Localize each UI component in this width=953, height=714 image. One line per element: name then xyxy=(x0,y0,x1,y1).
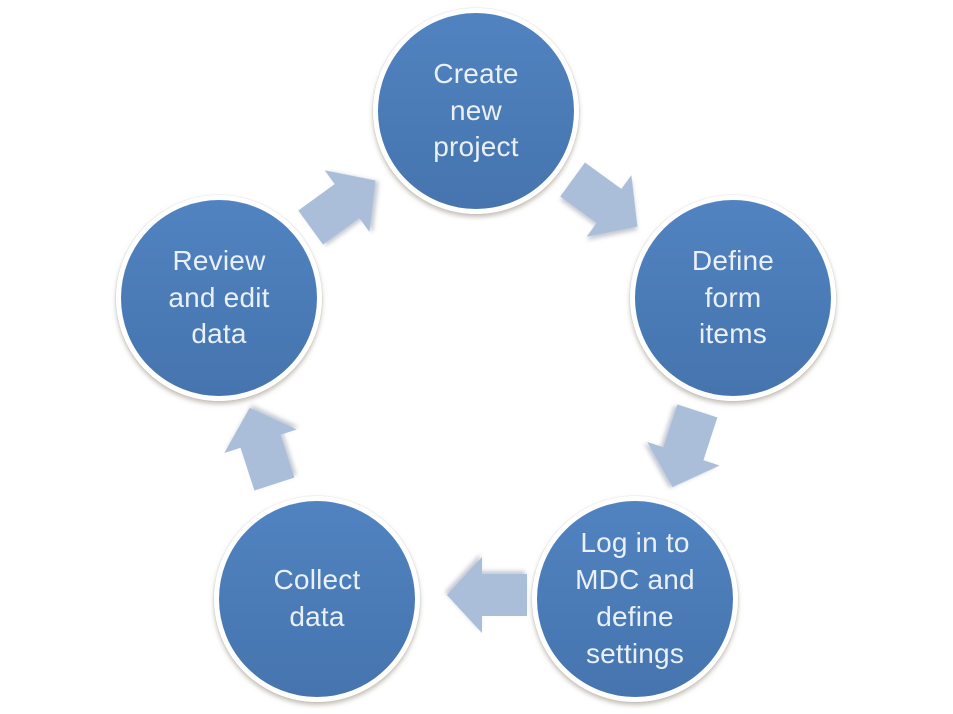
arrow-icon-define-to-login xyxy=(647,404,720,488)
arrow-icon-collect-to-review xyxy=(224,407,297,491)
node-login-mdc-label: Log in to MDC and define settings xyxy=(575,527,695,669)
arrow-icon-login-to-collect xyxy=(447,557,527,633)
node-define-form-items-label: Define form items xyxy=(691,244,775,350)
node-create-project: Create new project xyxy=(373,8,579,214)
node-collect-data: Collect data xyxy=(214,496,420,702)
node-login-mdc: Log in to MDC and define settings xyxy=(532,496,738,702)
arrow-icon-create-to-define xyxy=(560,162,638,237)
node-create-project-label: Create new project xyxy=(433,57,519,163)
node-review-edit-data: Review and edit data xyxy=(116,195,322,401)
node-review-edit-data-label: Review and edit data xyxy=(168,244,270,350)
node-define-form-items: Define form items xyxy=(630,195,836,401)
arrow-icon-review-to-create xyxy=(298,170,376,245)
node-collect-data-label: Collect data xyxy=(273,564,361,632)
